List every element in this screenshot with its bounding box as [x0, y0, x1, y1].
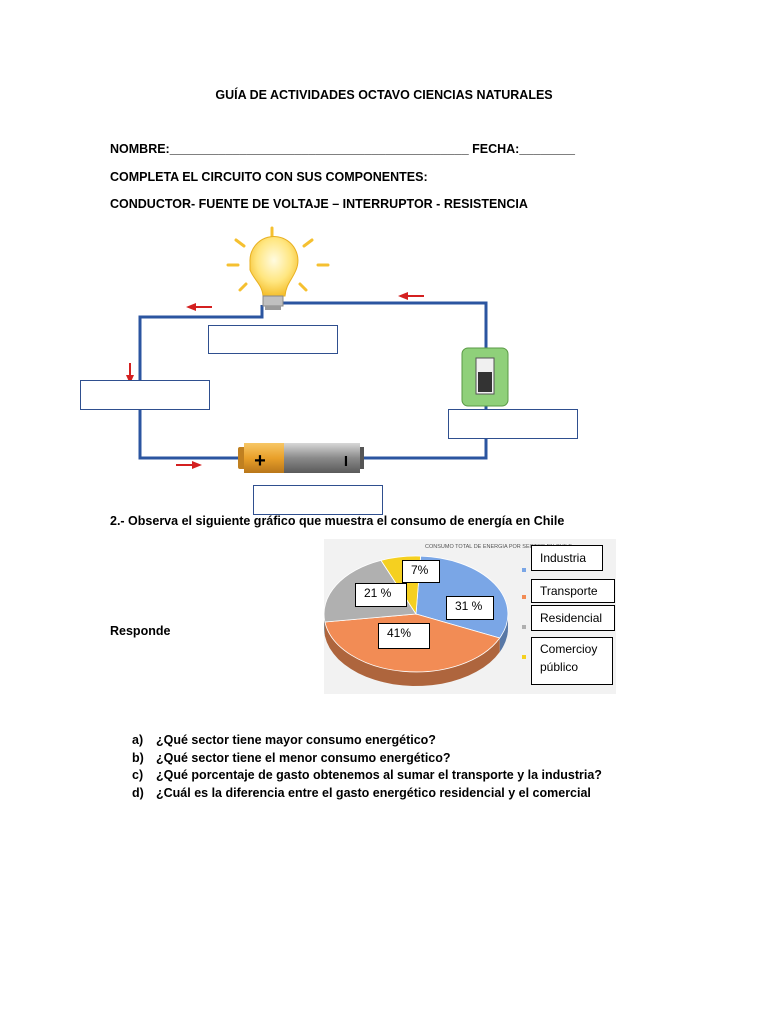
name-date-line: NOMBRE:_________________________________… — [110, 142, 575, 156]
components-list: CONDUCTOR- FUENTE DE VOLTAJE – INTERRUPT… — [110, 197, 528, 211]
responde-label: Responde — [110, 624, 171, 638]
question-text: ¿Qué porcentaje de gasto obtenemos al su… — [156, 768, 602, 782]
question-text: ¿Cuál es la diferencia entre el gasto en… — [156, 786, 591, 800]
legend-swatch-industria — [522, 568, 526, 572]
pie-depth-transporte — [324, 622, 500, 686]
question-marker: d) — [132, 786, 144, 800]
legend-industria: Industria — [531, 545, 603, 571]
battery-minus-label: I — [344, 453, 348, 470]
slice-label-transporte: 41% — [378, 623, 430, 649]
answer-box-bulb[interactable] — [208, 325, 338, 354]
answer-box-conductor[interactable] — [80, 380, 210, 410]
answer-box-switch[interactable] — [448, 409, 578, 439]
instruction-text: COMPLETA EL CIRCUITO CON SUS COMPONENTES… — [110, 170, 428, 184]
battery-icon — [238, 443, 364, 473]
legend-transporte: Transporte — [531, 579, 615, 603]
question-d: d) ¿Cuál es la diferencia entre el gasto … — [132, 786, 591, 800]
switch-icon — [461, 347, 509, 407]
question-marker: a) — [132, 733, 144, 747]
battery-plus-label: + — [254, 450, 266, 472]
question-a: a) ¿Qué sector tiene mayor consumo energé… — [132, 733, 436, 747]
question-2: 2.- Observa el siguiente gráfico que mue… — [110, 514, 565, 528]
legend-swatch-comercio — [522, 655, 526, 659]
slice-label-comercio: 7% — [402, 560, 440, 583]
arrow-right-icon — [176, 461, 202, 469]
legend-comercio: Comercioy público — [531, 637, 613, 685]
energy-pie-chart: CONSUMO TOTAL DE ENERGIA POR SECTOR EN C… — [324, 539, 616, 694]
question-b: b) ¿Qué sector tiene el menor consumo ene… — [132, 751, 451, 765]
arrow-left-icon — [186, 303, 212, 311]
legend-swatch-residencial — [522, 625, 526, 629]
answer-box-battery[interactable] — [253, 485, 383, 515]
legend-residencial: Residencial — [531, 605, 615, 631]
light-bulb-icon — [226, 226, 330, 310]
circuit-diagram: + I — [126, 226, 509, 473]
slice-label-residencial: 21 % — [355, 583, 407, 607]
slice-label-industria: 31 % — [446, 596, 494, 620]
question-marker: b) — [132, 751, 144, 765]
question-text: ¿Qué sector tiene el menor consumo energ… — [156, 751, 451, 765]
question-c: c) ¿Qué porcentaje de gasto obtenemos al … — [132, 768, 602, 782]
chart-title: CONSUMO TOTAL DE ENERGIA POR SECTOR EN C… — [425, 544, 572, 550]
question-marker: c) — [132, 768, 144, 782]
arrow-left-icon — [398, 292, 424, 300]
question-text: ¿Qué sector tiene mayor consumo energéti… — [156, 733, 436, 747]
pie-depth-industria — [499, 614, 508, 652]
page-title: GUÍA DE ACTIVIDADES OCTAVO CIENCIAS NATU… — [215, 88, 553, 102]
arrow-down-icon — [126, 363, 134, 384]
legend-swatch-transporte — [522, 595, 526, 599]
